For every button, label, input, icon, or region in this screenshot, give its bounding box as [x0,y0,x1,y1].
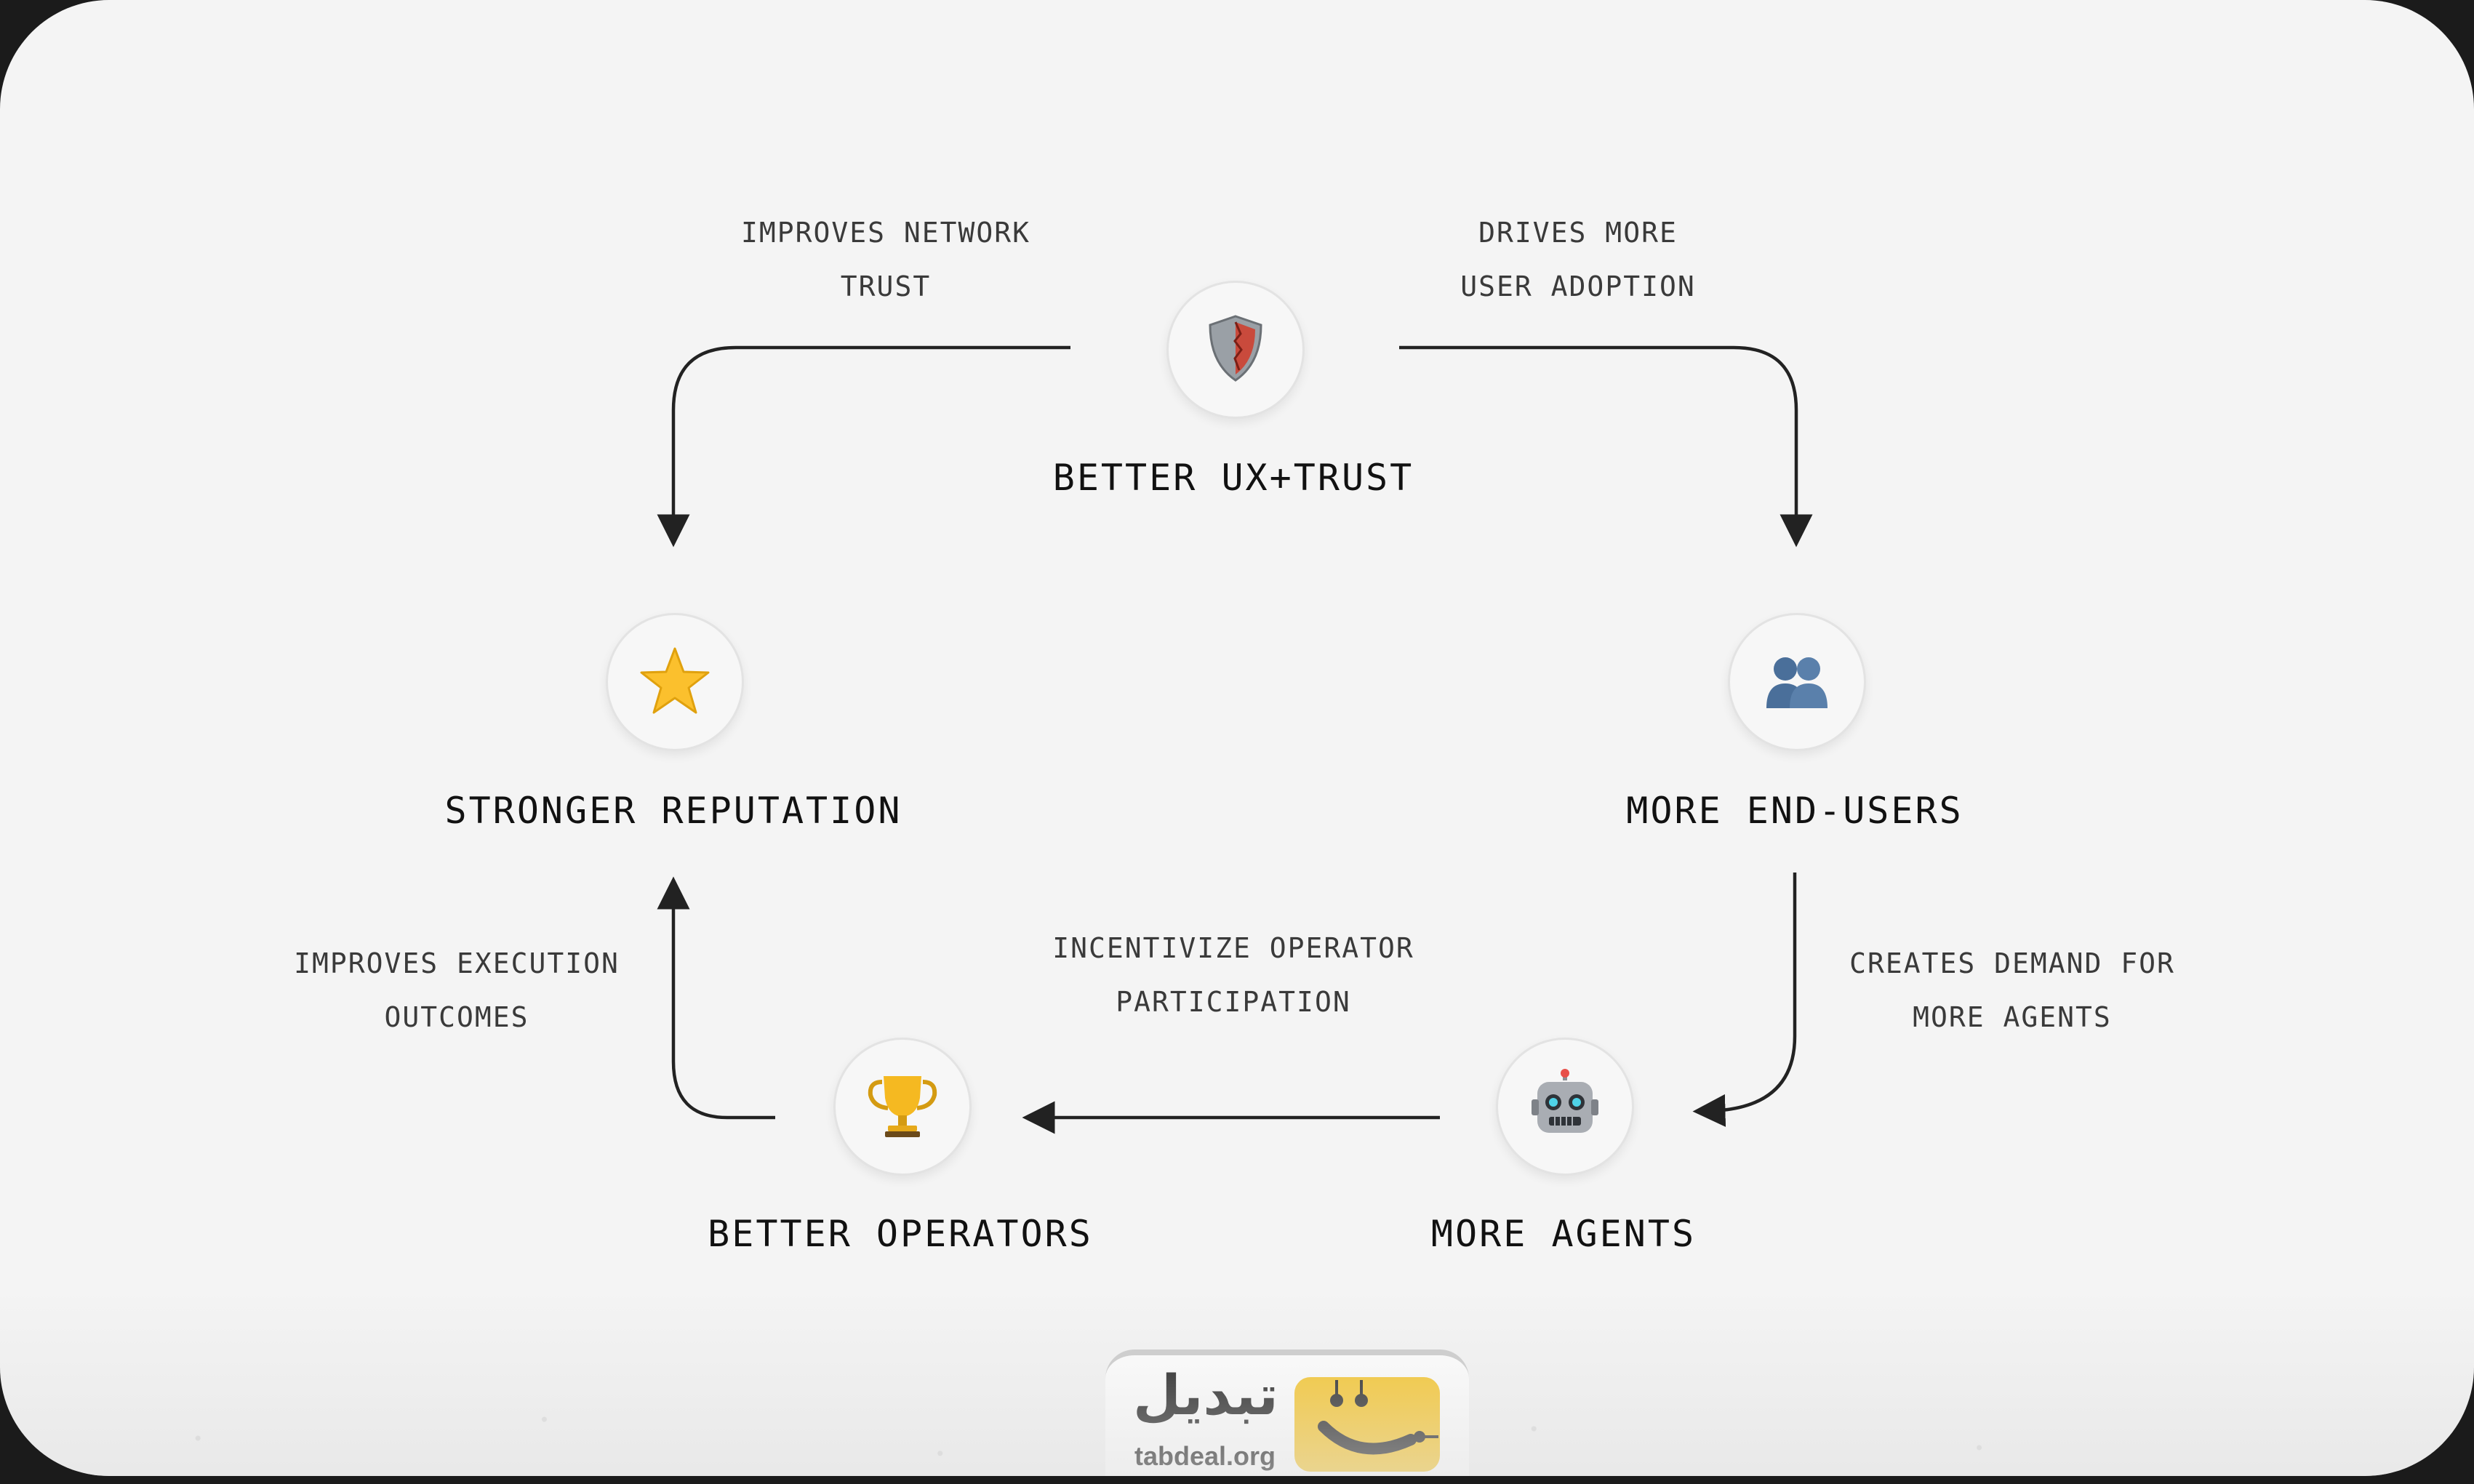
node-label-more-end-users: MORE END-USERS [1626,790,1963,832]
node-label-better-operators: BETTER OPERATORS [708,1213,1093,1255]
node-label-better-ux-trust: BETTER UX+TRUST [1052,457,1414,499]
edge-label-left: IMPROVES EXECUTION OUTCOMES [294,947,620,1033]
arrow-right-down [1692,873,1797,1127]
edge-label-top-left: IMPROVES NETWORK TRUST [740,217,1031,302]
logo-text-en: tabdeal.org [1134,1441,1276,1471]
edge-label-bottom: INCENTIVIZE OPERATOR PARTICIPATION [1052,932,1414,1018]
logo-text-fa: تبدیل [1133,1363,1278,1427]
shield-icon [1203,312,1268,388]
edge-label-top-right: DRIVES MORE USER ADOPTION [1460,217,1696,302]
node-label-more-agents: MORE AGENTS [1430,1213,1697,1255]
node-better-operators [833,1038,972,1176]
arrow-left-up [657,876,775,1120]
node-more-agents [1496,1038,1634,1176]
logo-mark-icon [1294,1377,1440,1472]
node-more-end-users [1728,613,1866,751]
node-better-ux-trust [1166,281,1305,419]
node-stronger-reputation [606,613,744,751]
arrow-top-right [1399,345,1813,548]
node-label-stronger-reputation: STRONGER REPUTATION [444,790,902,832]
arrow-top-left [657,345,1070,548]
trophy-icon [866,1069,939,1144]
tabdeal-logo: تبدیل tabdeal.org [1105,1349,1469,1476]
robot-icon [1529,1069,1601,1144]
users-icon [1761,651,1833,713]
edge-label-right: CREATES DEMAND FOR MORE AGENTS [1849,947,2175,1033]
star-icon [638,646,711,718]
